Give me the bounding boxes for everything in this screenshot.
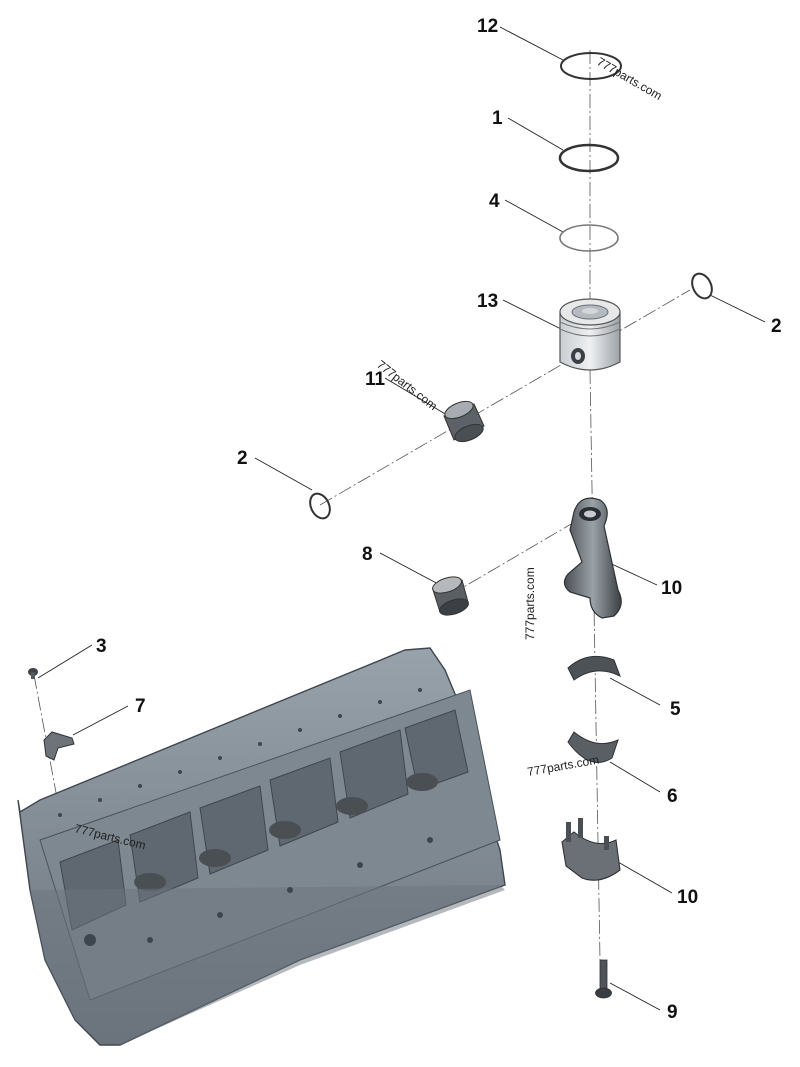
rod-cap	[561, 818, 621, 881]
engine-block	[17, 647, 506, 1046]
snap-ring-left	[309, 492, 331, 520]
bolt-3	[28, 668, 38, 679]
piston-ring-12	[560, 52, 622, 80]
callout-10-rod: 10	[661, 578, 682, 599]
callout-10-cap: 10	[677, 887, 698, 908]
callout-12: 12	[477, 16, 498, 37]
piston-cooling-nozzle	[43, 731, 75, 761]
small-end-bushing	[432, 576, 469, 616]
connecting-rod	[563, 497, 622, 619]
rod-bolt	[595, 959, 612, 999]
callout-2-right: 2	[771, 316, 782, 337]
callout-7: 7	[135, 696, 146, 717]
pin-axis-line	[319, 289, 691, 506]
callout-9: 9	[667, 1002, 678, 1023]
callout-6: 6	[667, 786, 678, 807]
watermark-top: 777parts.com	[595, 54, 665, 102]
piston-ring-1	[558, 143, 620, 173]
callout-2-left: 2	[237, 448, 248, 469]
callout-4: 4	[489, 191, 500, 212]
watermark-rod: 777parts.com	[523, 567, 537, 640]
bushing-axis-line	[449, 519, 579, 596]
callout-1: 1	[492, 108, 503, 129]
leader-lines	[37, 26, 766, 1011]
callout-3: 3	[96, 636, 107, 657]
piston-ring-4	[559, 224, 619, 252]
bearing-shell-5	[567, 655, 621, 681]
snap-ring-right	[691, 272, 713, 300]
callout-8: 8	[362, 544, 373, 565]
bearing-shell-6	[567, 731, 619, 763]
callout-13: 13	[477, 291, 498, 312]
watermark-shell: 777parts.com	[526, 753, 600, 779]
callout-11: 11	[365, 369, 386, 390]
piston	[559, 298, 621, 371]
callout-5: 5	[670, 699, 681, 720]
piston-pin	[443, 400, 485, 443]
